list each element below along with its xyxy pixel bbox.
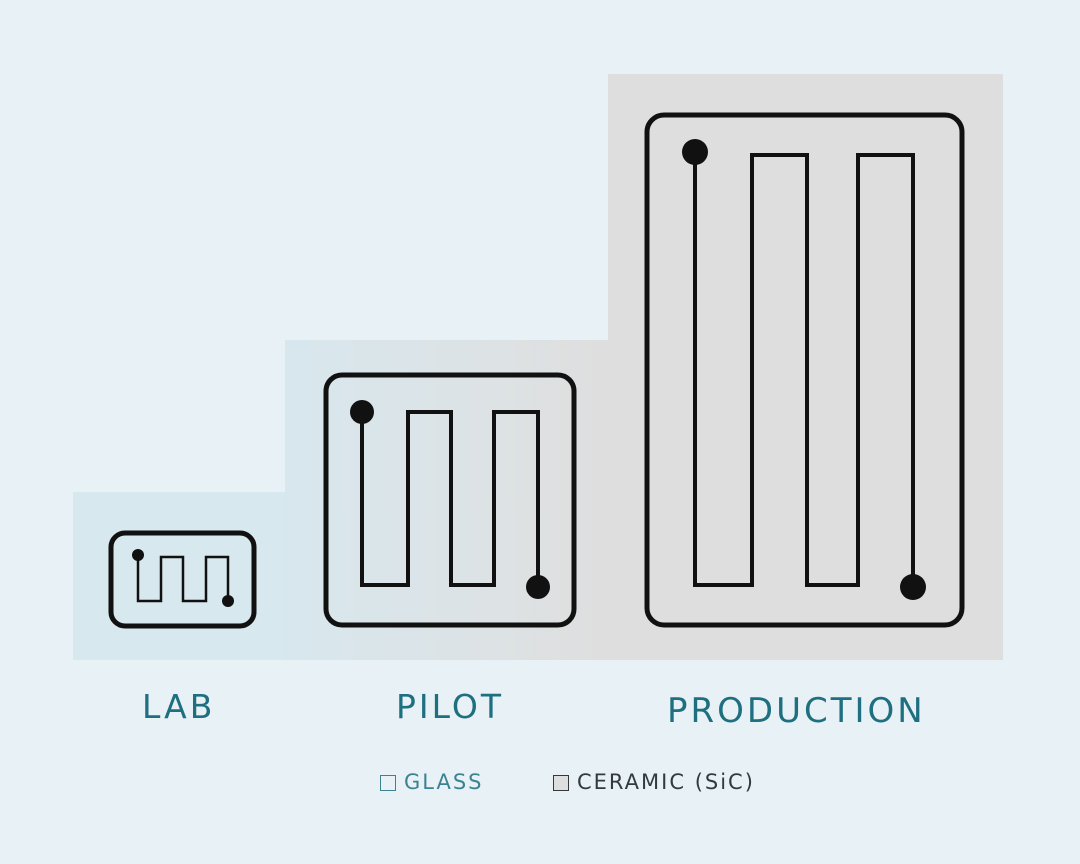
production-reactor-frame (644, 112, 965, 628)
production-channel (693, 152, 915, 587)
pilot-reactor (323, 372, 577, 628)
pilot-reactor-frame (323, 372, 577, 628)
pilot-inlet-dot (350, 400, 374, 424)
production-reactor (644, 112, 965, 628)
pilot-channel (360, 410, 540, 587)
lab-inlet-dot (132, 549, 144, 561)
lab-outlet-dot (222, 595, 234, 607)
lab-channel (136, 555, 230, 603)
production-outlet-dot (900, 574, 926, 600)
legend-glass: GLASS (380, 772, 483, 793)
pilot-step-background (285, 340, 610, 660)
legend-ceramic-label: CERAMIC (SiC) (577, 770, 755, 794)
legend-glass-label: GLASS (404, 770, 484, 794)
pilot-outlet-dot (526, 575, 550, 599)
lab-reactor (108, 530, 257, 629)
ceramic-swatch-icon (553, 774, 569, 791)
production-inlet-dot (682, 139, 708, 165)
lab-label: LAB (142, 687, 216, 726)
pilot-label: PILOT (396, 687, 504, 726)
legend-ceramic: CERAMIC (SiC) (553, 772, 755, 793)
production-label: PRODUCTION (667, 691, 926, 731)
glass-swatch-icon (380, 774, 396, 791)
lab-reactor-frame (108, 530, 257, 629)
